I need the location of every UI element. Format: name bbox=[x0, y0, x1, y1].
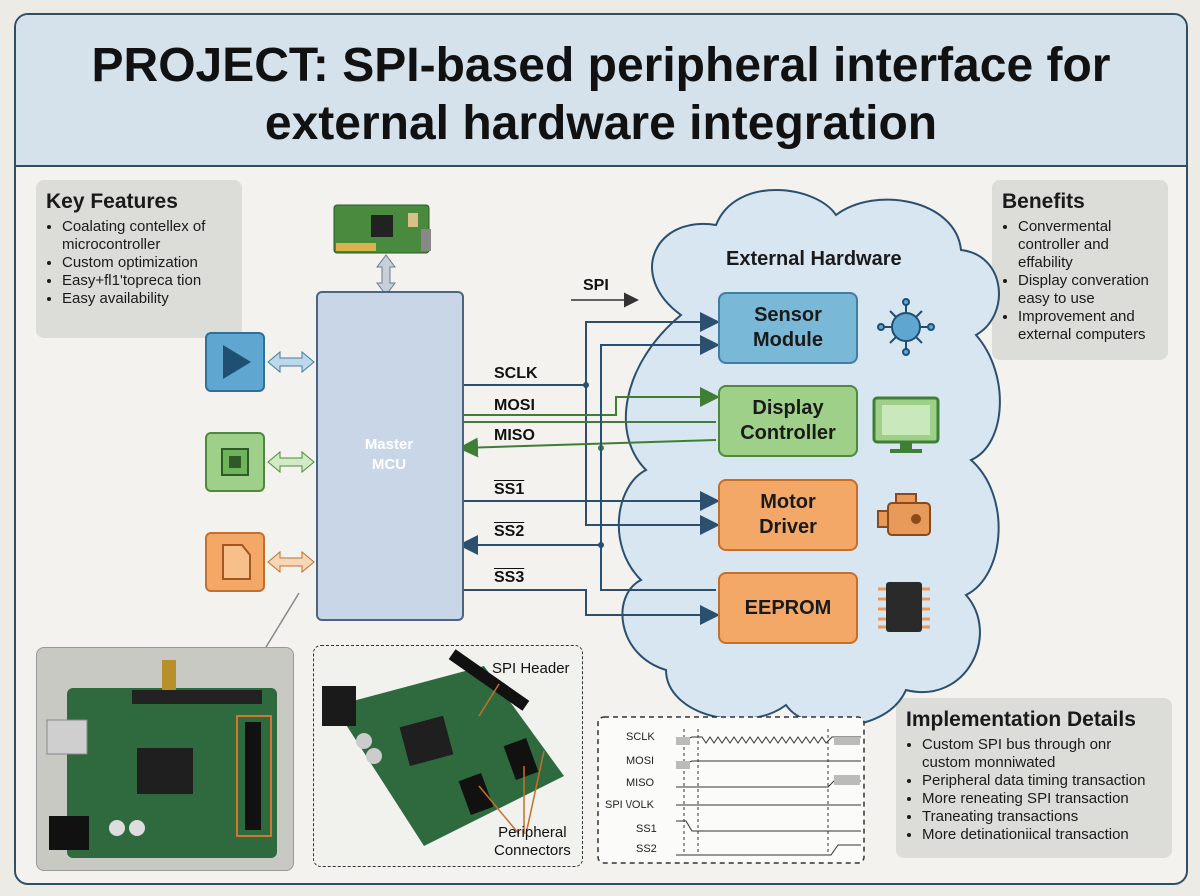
spi-label: SPI bbox=[583, 277, 609, 294]
eeprom-label: EEPROM bbox=[744, 596, 832, 619]
spi-bus-lines bbox=[458, 312, 720, 625]
double-arrow-orange bbox=[267, 550, 315, 574]
signal-mosi-label: MOSI bbox=[494, 397, 535, 414]
peripheral-connectors-line2: Connectors bbox=[494, 842, 571, 859]
vertical-double-arrow bbox=[376, 254, 396, 296]
implementation-item: Traneating transactions bbox=[922, 808, 1162, 826]
spi-header-callout: SPI Header bbox=[492, 660, 570, 677]
mcu-board-image bbox=[46, 660, 277, 858]
key-features-heading: Key Features bbox=[46, 190, 178, 213]
key-feature-item: Coalating contellex of microcontroller bbox=[62, 218, 232, 254]
implementation-item: Custom SPI bus through onr custom monniw… bbox=[922, 736, 1162, 772]
master-mcu-block bbox=[316, 291, 464, 621]
external-hardware-heading: External Hardware bbox=[726, 248, 902, 270]
implementation-item: Peripheral data timing transaction bbox=[922, 772, 1162, 790]
mcu-label-line2: MCU bbox=[371, 456, 407, 473]
signal-sclk-label: SCLK bbox=[494, 365, 538, 382]
sensor-module-line1: Sensor bbox=[754, 304, 822, 326]
timing-label-mosi: MOSI bbox=[626, 755, 655, 767]
signal-ss2-label: SS2 bbox=[494, 523, 525, 540]
board-closeup-photo: SPI Header Peripheral Connectors bbox=[313, 645, 583, 867]
signal-miso-label: MISO bbox=[494, 427, 535, 444]
monitor-icon bbox=[872, 396, 940, 453]
double-arrow-blue bbox=[267, 350, 315, 374]
board-closeup-image bbox=[322, 649, 564, 846]
benefit-item: Convermental controller and effability bbox=[1018, 218, 1158, 272]
signal-ss3-label: SS3 bbox=[494, 569, 525, 586]
display-controller-line2: Controller bbox=[740, 422, 836, 444]
benefit-item: Improvement and external computers bbox=[1018, 308, 1158, 344]
sensor-icon bbox=[877, 298, 935, 356]
implementation-item: More detinationiical transaction bbox=[922, 826, 1162, 844]
motor-icon bbox=[877, 493, 931, 536]
key-features-panel: Key Features Coalating contellex of micr… bbox=[36, 180, 242, 338]
peripheral-connectors-callout: Peripheral Connectors bbox=[494, 824, 571, 860]
processor-icon bbox=[205, 432, 265, 492]
play-icon bbox=[205, 332, 265, 392]
mcu-label: Master MCU bbox=[354, 435, 424, 475]
benefits-panel: Benefits Convermental controller and eff… bbox=[992, 180, 1168, 360]
diagram-frame: PROJECT: SPI-based peripheral interface … bbox=[14, 13, 1188, 885]
sensor-module-line2: Module bbox=[753, 329, 823, 351]
timing-label-sclk: SCLK bbox=[626, 731, 655, 743]
eeprom-box: EEPROM bbox=[718, 572, 858, 644]
block-diagram bbox=[205, 189, 1001, 864]
title-band: PROJECT: SPI-based peripheral interface … bbox=[16, 15, 1186, 167]
peripheral-connectors-line1: Peripheral bbox=[498, 824, 567, 841]
expansion-card-icon bbox=[333, 204, 431, 254]
implementation-item: More reneating SPI transaction bbox=[922, 790, 1162, 808]
memory-chip-icon bbox=[878, 582, 930, 632]
key-feature-item: Easy+fl1'topreca tion bbox=[62, 272, 232, 290]
motor-driver-line1: Motor bbox=[760, 491, 816, 513]
double-arrow-green bbox=[267, 450, 315, 474]
display-controller-line1: Display bbox=[752, 397, 824, 419]
mcu-board-photo bbox=[36, 647, 294, 871]
file-icon bbox=[205, 532, 265, 592]
page-title: PROJECT: SPI-based peripheral interface … bbox=[91, 39, 1111, 150]
implementation-heading: Implementation Details bbox=[906, 708, 1136, 731]
benefit-item: Display converation easy to use bbox=[1018, 272, 1158, 308]
key-feature-item: Easy availability bbox=[62, 290, 232, 308]
key-feature-item: Custom optimization bbox=[62, 254, 232, 272]
timing-label-ss1: SS1 bbox=[636, 823, 657, 835]
implementation-panel: Implementation Details Custom SPI bus th… bbox=[896, 698, 1172, 858]
timing-label-miso: MISO bbox=[626, 777, 655, 789]
timing-label-ss2: SS2 bbox=[636, 843, 657, 855]
timing-diagram bbox=[597, 716, 865, 864]
mcu-label-line1: Master bbox=[364, 436, 414, 453]
motor-driver-line2: Driver bbox=[759, 516, 817, 538]
benefits-heading: Benefits bbox=[1002, 190, 1085, 213]
timing-label-spi-volk: SPI \/OLK bbox=[605, 799, 654, 811]
signal-ss1-label: SS1 bbox=[494, 481, 525, 498]
